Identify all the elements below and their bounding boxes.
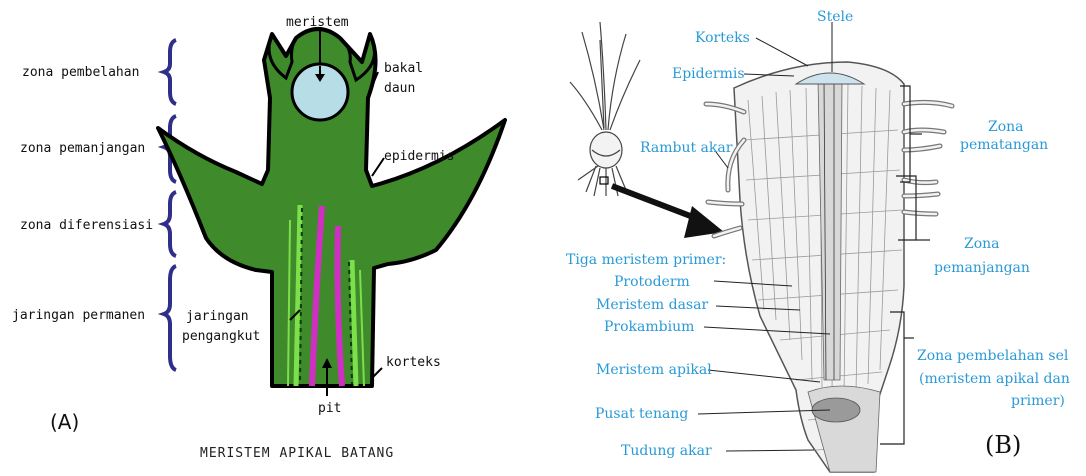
- zone-brackets: [164, 40, 176, 370]
- label-zona-pemanjangan-1: Zona: [964, 236, 1000, 252]
- zone-label-diferensiasi: zona diferensiasi: [20, 218, 153, 233]
- label-pusat-tenang: Pusat tenang: [595, 406, 688, 422]
- label-pengangkut: pengangkut: [182, 329, 260, 344]
- zone-label-pemanjangan: zona pemanjangan: [20, 141, 145, 156]
- label-epidermis-b: Epidermis: [672, 66, 745, 82]
- label-meristem-apikal: Meristem apikal: [596, 362, 712, 378]
- label-zona-pembelahan-1: Zona pembelahan sel: [917, 348, 1069, 364]
- onion-plant: [570, 22, 640, 196]
- panel-a-letter: (A): [50, 410, 79, 434]
- label-epidermis: epidermis: [384, 149, 454, 164]
- label-zona-pematangan-2: pematangan: [960, 137, 1048, 153]
- label-daun: daun: [384, 81, 415, 96]
- label-meristem-dasar: Meristem dasar: [596, 297, 708, 313]
- label-zona-pembelahan-3: primer): [1011, 393, 1065, 409]
- zone-label-pembelahan: zona pembelahan: [22, 65, 139, 80]
- panel-a: zona pembelahan zona pemanjangan zona di…: [12, 15, 505, 461]
- label-zona-pembelahan-2: (meristem apikal dan: [919, 371, 1070, 387]
- label-pit: pit: [318, 401, 341, 416]
- label-korteks-a: korteks: [386, 355, 441, 370]
- panel-b-letter: (B): [985, 431, 1021, 459]
- label-tiga-meristem: Tiga meristem primer:: [566, 252, 726, 268]
- zone-label-permanen: jaringan permanen: [12, 308, 145, 323]
- label-korteks-b: Korteks: [695, 30, 750, 46]
- panel-b: Stele Korteks Epidermis Rambut akar Zona…: [566, 9, 1070, 472]
- label-zona-pemanjangan-2: pemanjangan: [934, 260, 1030, 276]
- label-tudung-akar: Tudung akar: [621, 443, 712, 459]
- pointer-tudung: [726, 450, 814, 451]
- label-protoderm: Protoderm: [614, 274, 690, 290]
- bracket-diferensiasi: [164, 192, 176, 256]
- label-prokambium: Prokambium: [604, 319, 694, 335]
- pointer-epidermis: [372, 158, 384, 176]
- label-meristem: meristem: [286, 15, 349, 30]
- label-jaringan: jaringan: [186, 309, 249, 324]
- bracket-pembelahan: [164, 40, 176, 104]
- label-bakal: bakal: [384, 61, 423, 76]
- label-stele: Stele: [817, 9, 853, 25]
- bracket-permanen: [164, 266, 176, 370]
- label-rambut-akar: Rambut akar: [640, 140, 733, 156]
- label-zona-pematangan-1: Zona: [988, 119, 1024, 135]
- panel-a-title: MERISTEM APIKAL BATANG: [200, 446, 394, 461]
- pointer-korteks: [756, 38, 808, 66]
